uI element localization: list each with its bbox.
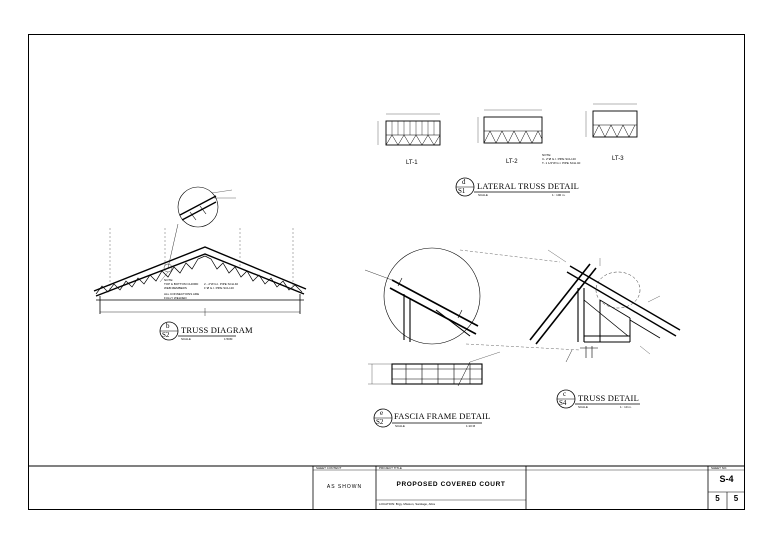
fascia-bubble-sheet: S2 [376, 418, 384, 426]
truss-detail-bubble-sheet: S4 [559, 399, 567, 407]
truss-note-line: ALL CONNECTIONS ARE [164, 292, 200, 296]
lateral-bubble-sheet: S1 [458, 187, 466, 195]
truss-detail-bubble-letter: c [563, 390, 567, 398]
truss-detail-scale-value: 1 : 10 m. [620, 405, 632, 409]
lateral-note-line: T- 1 1/2"Ø G.I. PIPE SCH.40 [542, 161, 581, 165]
truss-diagram-scale-label: SCALE [181, 337, 191, 341]
lateral-truss-drawings [377, 103, 638, 197]
scale-value: AS SHOWN [326, 484, 363, 490]
fascia-scale-value: 1:10 M [466, 424, 476, 428]
fascia-frame-drawing [368, 351, 501, 428]
truss-diagram-title: TRUSS DIAGRAM [181, 325, 253, 335]
sheet-no-header: SHEET NO. [711, 466, 728, 470]
truss-pipe-line: 2 - 2"Ø G.I. PIPE SCH.40 [204, 282, 239, 286]
lateral-scale-label: SCALE [478, 193, 488, 197]
truss-diagram-drawing [93, 186, 307, 341]
sheet-number: S-4 [719, 474, 734, 484]
project-location: LOCATION: Brgy. Mission, Santiago, Abra [379, 502, 435, 506]
lateral-scale-value: 1 : 100 m. [552, 193, 566, 197]
truss-detail-drawing [364, 247, 681, 409]
truss-detail-title: TRUSS DETAIL [578, 393, 639, 403]
truss-pipe-line: 1"Ø G.I. PIPE SCH.40 [204, 286, 234, 290]
project-title: PROPOSED COVERED COURT [396, 481, 506, 488]
lateral-note-line: NOTE: [542, 153, 552, 157]
lt2-label: LT-2 [506, 159, 518, 165]
drawing-sheet [28, 34, 745, 510]
fascia-frame-title: FASCIA FRAME DETAIL [394, 411, 491, 421]
truss-note-line: TOP & BOTTOM CHORD [164, 282, 199, 286]
sheet-content-header: SHEET CONTENT [316, 466, 342, 470]
lt3-label: LT-3 [612, 156, 624, 162]
lt1-label: LT-1 [406, 160, 418, 166]
truss-note-line: FULLY WELDED [164, 296, 187, 300]
title-block-lines [28, 465, 745, 510]
truss-diagram-scale-value: 1:50M [224, 337, 233, 341]
sheet-total: 5 [733, 494, 739, 503]
truss-note-line: NOTE: [164, 278, 174, 282]
fascia-bubble-letter: e [380, 409, 384, 417]
fascia-scale-label: SCALE [395, 424, 405, 428]
lateral-truss-title: LATERAL TRUSS DETAIL [477, 181, 580, 191]
truss-detail-scale-label: SCALE [578, 405, 588, 409]
truss-diagram-bubble-sheet: S2 [162, 331, 170, 339]
sheet-index: 5 [715, 494, 720, 503]
truss-note-line: WEB MEMBERS [164, 286, 187, 290]
lateral-bubble-letter: d [462, 178, 466, 186]
project-title-header: PROJECT TITLE [379, 466, 402, 470]
lateral-note-line: C- 2"Ø G.I. PIPE SCH.40 [542, 157, 576, 161]
truss-diagram-bubble-letter: b [166, 322, 170, 330]
